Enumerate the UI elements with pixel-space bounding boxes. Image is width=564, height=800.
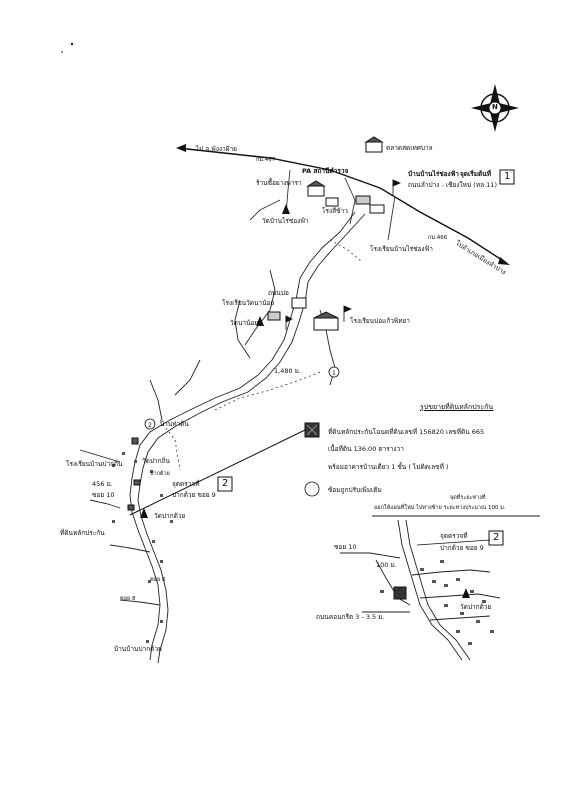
inset-soi-10-label: ซอย 10 bbox=[334, 543, 357, 551]
legend-line-3: พร้อมอาคารบ้านเดี่ยว 1 ชั้น ( ไม่ติดเลขท… bbox=[328, 463, 449, 471]
checkpoint2-sub-label: ปากด้วย ซอย 9 bbox=[172, 491, 216, 499]
ban-pak-tui-label: บ้านบ้านปากต้วย bbox=[114, 645, 162, 653]
cp2-box bbox=[217, 476, 233, 492]
start-stop-label: บ้านบ้านไร่ช่องฟ้า bbox=[408, 170, 459, 178]
start-point-label: จุดเริ่มต้นที่ bbox=[460, 170, 491, 178]
legend-line-4: ซ้อมถูกปรับเพิ่มเติม bbox=[328, 486, 382, 494]
marker-1-label: 1 bbox=[332, 370, 336, 377]
inset-cp2-box bbox=[488, 530, 504, 546]
distance-1480-label: 1,480 ม. bbox=[274, 367, 302, 375]
checkpoint2-number: 2 bbox=[222, 478, 229, 489]
soi-6-label: ซอย 6 bbox=[150, 577, 166, 583]
wat-ban-rai-label: วัดบ้านไร่ช่องฟ้า bbox=[262, 217, 309, 225]
ban-tha-din-label: บ้านท่าดิน bbox=[160, 420, 189, 428]
checkpoint2-label: จุดตรวจที่ bbox=[172, 480, 200, 488]
inset-note-2: ออกให้แผนที่ใหม่ ไปทางซ้าย ระยะทางประมาณ… bbox=[374, 505, 506, 511]
flag-icons bbox=[285, 179, 402, 330]
school-wat-na-noi-label: โรงเรียนวัดนาน้อย bbox=[222, 299, 275, 307]
callout-line bbox=[129, 429, 306, 516]
inset-note-1: จุดที่ระยะทางที่ bbox=[450, 495, 486, 501]
dotted-roads bbox=[159, 239, 363, 471]
school-bor-kaew-label: โรงเรียนบ่อแก้วพิทยา bbox=[350, 317, 410, 325]
marker-circles bbox=[144, 366, 340, 430]
speck bbox=[61, 51, 63, 53]
highway-label: ถนนลำปาง - เชียงใหม่ (ทล.11) bbox=[408, 181, 497, 189]
marker-2-label: 2 bbox=[148, 422, 152, 429]
km-466-label: กม.466 bbox=[428, 235, 448, 241]
temple-icons bbox=[140, 204, 290, 518]
small-buildings bbox=[112, 452, 173, 643]
legend-title: รูปขยายที่ดินหลักประกัน bbox=[420, 403, 494, 411]
inset-checkpoint-sub: ปากด้วย ซอย 9 bbox=[440, 544, 484, 552]
north-label: N bbox=[492, 103, 498, 111]
inset-wat-label: วัดปากด้วย bbox=[460, 603, 492, 611]
soi-10-label: ซอย 10 bbox=[92, 491, 115, 499]
rice-mill-label: โรงสีข้าว bbox=[322, 207, 348, 215]
km-467-label: กม.467 bbox=[256, 157, 276, 163]
wat-na-noi-label: วัดนาน้อย bbox=[230, 319, 259, 327]
access-road bbox=[79, 211, 366, 664]
school-ban-rai-label: โรงเรียนบ้านไร่ช่องฟ้า bbox=[370, 245, 433, 253]
inset-houses bbox=[380, 560, 494, 645]
inset-checkpoint-label: จุดตรวจที่ bbox=[440, 532, 468, 540]
pa-station-label: PA สถานีตำรวจ bbox=[302, 167, 349, 175]
market-label: ตลาดสดเทศบาล bbox=[386, 144, 433, 152]
start-number: 1 bbox=[504, 171, 511, 182]
legend-line-2: เนื้อที่ดิน 136.00 ตารางวา bbox=[328, 445, 404, 453]
building-icons bbox=[127, 136, 385, 511]
school-distance-label: 456 ม. bbox=[92, 480, 113, 488]
inset-land-plot bbox=[393, 586, 407, 600]
inset-road-label: ถนนคอนกรีต 3 - 3.5 ม. bbox=[316, 613, 385, 621]
soi-8-label: ซอย 8 bbox=[120, 596, 136, 602]
wat-pak-tui-label: วัดปากด้วย bbox=[154, 512, 186, 520]
north-arrow-icon bbox=[471, 84, 519, 132]
highway bbox=[176, 144, 510, 265]
pak-tui-label: ปากต้วย bbox=[150, 471, 170, 477]
school-pak-thin-label: โรงเรียนบ้านปากถิ่น bbox=[66, 460, 123, 468]
road-west-label: ไป อ.พังงาฝ้าย bbox=[196, 145, 237, 153]
inset-dist-100-label: 100 ม. bbox=[376, 561, 397, 569]
wat-pak-thin-label: วัดปากถิ่น bbox=[142, 457, 170, 465]
inset-checkpoint-number: 2 bbox=[493, 532, 500, 543]
speck bbox=[70, 42, 74, 46]
legend-line-1: ที่ดินหลักประกันโฉนดที่ดินเลขที่ 156820 … bbox=[328, 428, 485, 436]
road-small-label: ถนนบ่อ bbox=[268, 289, 289, 297]
inset-callout-line bbox=[416, 539, 491, 546]
legend-circle-swatch bbox=[304, 481, 320, 497]
start-box bbox=[499, 169, 515, 185]
land-site-label: ที่ดินหลักประกัน bbox=[60, 529, 105, 537]
inset-temple-icon bbox=[462, 588, 470, 598]
inset-map bbox=[340, 515, 540, 661]
rubber-coop-label: ร้านซื้อยางพารา bbox=[256, 179, 302, 187]
